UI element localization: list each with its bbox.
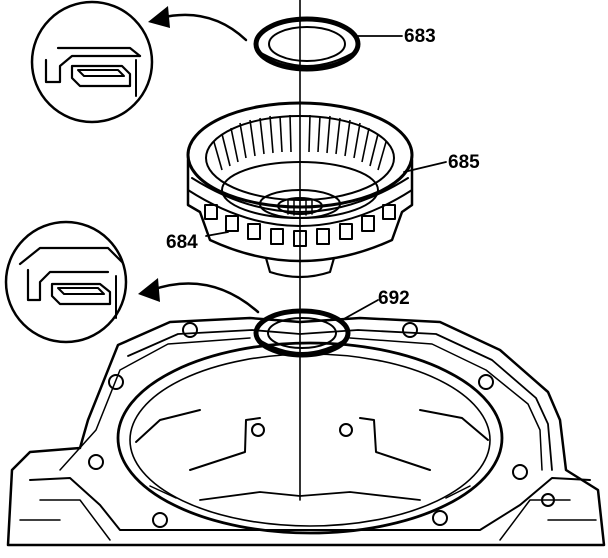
detail-inset-upper (30, 0, 154, 124)
arrow-head-lower (138, 278, 160, 302)
callout-684: 684 (166, 232, 198, 253)
arrow-head-upper (148, 6, 170, 28)
thrust-bearing-lower (253, 308, 351, 358)
callout-692: 692 (378, 288, 410, 309)
leader-684 (205, 231, 229, 237)
drum-outer-teeth (187, 177, 413, 247)
transmission-case (6, 316, 606, 547)
thrust-bearing-upper (253, 16, 361, 72)
drum-internal-splines (213, 114, 387, 171)
callout-683: 683 (404, 26, 436, 47)
clutch-drum-assembly (186, 101, 414, 279)
callout-685: 685 (448, 152, 480, 173)
pointer-arrow-upper (158, 13, 248, 42)
leader-685 (403, 161, 447, 173)
leader-692 (341, 299, 379, 321)
detail-inset-lower (4, 220, 128, 344)
pointer-arrow-lower (150, 282, 260, 314)
